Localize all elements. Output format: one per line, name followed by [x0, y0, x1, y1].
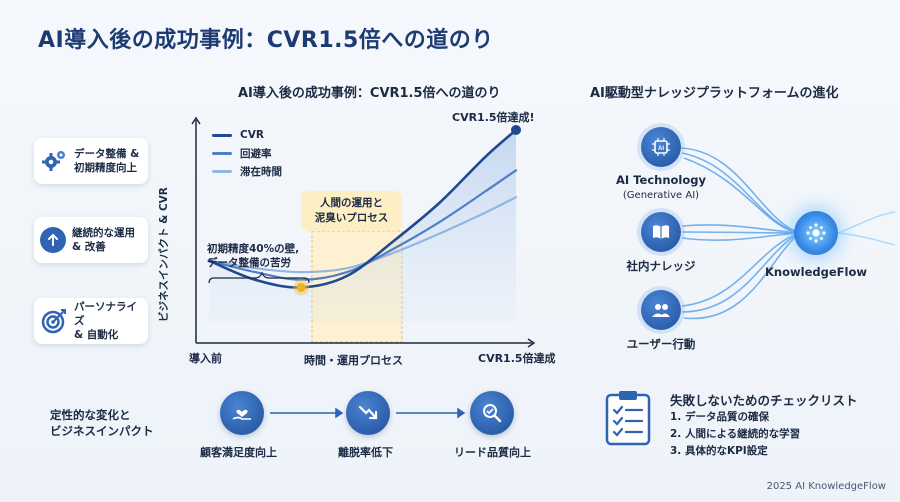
- legend-item-cvr: CVR: [212, 126, 282, 144]
- impact-item-satisfaction: 顧客満足度向上: [200, 446, 277, 459]
- node-ai-technology-sub: (Generative AI): [622, 190, 700, 201]
- users-icon: [641, 290, 681, 330]
- highlight-line2: 泥臭いプロセス: [314, 212, 389, 224]
- trend-down-icon: [346, 391, 390, 435]
- ai-chip-icon: AI: [641, 127, 681, 167]
- knowledgeflow-hub-label: KnowledgeFlow: [765, 265, 867, 279]
- impact-label-line1: 定性的な変化と: [50, 408, 131, 422]
- target-icon: [40, 307, 68, 335]
- magnifier-check-icon: [470, 391, 514, 435]
- cvr-area-fill: [209, 130, 516, 322]
- initial-wall-callout: 初期精度40%の壁, データ整備の苦労: [207, 242, 299, 270]
- legend-label: CVR: [240, 129, 264, 141]
- legend-swatch: [212, 169, 232, 173]
- knowledgeflow-hub-icon: [794, 211, 838, 255]
- peak-label: CVR1.5倍達成!: [452, 111, 535, 124]
- svg-text:AI: AI: [658, 146, 664, 152]
- book-icon: [641, 212, 681, 252]
- step-label-line2: & 改善: [72, 241, 106, 253]
- highlight-line1: 人間の運用と: [320, 197, 383, 209]
- footer-credit: 2025 AI KnowledgeFlow: [766, 481, 886, 492]
- step-label-line2: & 自動化: [74, 329, 119, 341]
- clipboard-checklist-icon: [605, 390, 651, 450]
- legend-swatch: [212, 151, 232, 155]
- turning-point-marker: [296, 282, 306, 292]
- callout-line2: データ整備の苦労: [207, 257, 291, 269]
- peak-marker: [511, 125, 521, 135]
- step-card-personalize: パーソナライズ & 自動化: [34, 298, 148, 344]
- impact-item-churn: 離脱率低下: [338, 446, 393, 459]
- step-label-line1: データ整備 &: [74, 148, 140, 160]
- legend-label: 回避率: [240, 147, 272, 160]
- step-label-line2: 初期精度向上: [74, 162, 137, 174]
- checklist-item: 1. データ品質の確保: [670, 411, 769, 423]
- platform-title: AI駆動型ナレッジプラットフォームの進化: [590, 86, 839, 101]
- impact-item-lead-quality: リード品質向上: [454, 446, 531, 459]
- legend-item-stay: 滞在時間: [212, 162, 282, 180]
- gears-icon: [40, 147, 68, 175]
- heart-hand-icon: [220, 391, 264, 435]
- legend-swatch: [212, 133, 232, 137]
- x-axis-end-label: CVR1.5倍達成: [478, 352, 556, 365]
- chart-legend: CVR 回避率 滞在時間: [212, 126, 282, 180]
- step-card-operation: 継続的な運用 & 改善: [34, 217, 148, 263]
- node-ai-technology-label: AI Technology: [616, 173, 706, 187]
- y-axis-arrow: [191, 116, 201, 125]
- process-highlight-label: 人間の運用と 泥臭いプロセス: [301, 191, 402, 231]
- checklist-item: 3. 具体的なKPI設定: [670, 445, 768, 457]
- callout-line1: 初期精度40%の壁,: [207, 243, 300, 255]
- page-title: AI導入後の成功事例：CVR1.5倍への道のり: [38, 28, 494, 53]
- legend-item-avoid: 回避率: [212, 144, 282, 162]
- chart-title: AI導入後の成功事例：CVR1.5倍への道のり: [238, 86, 501, 101]
- callout-brace: [208, 271, 310, 284]
- checklist-title: 失敗しないためのチェックリスト: [670, 393, 858, 408]
- arrow-up-icon: [40, 227, 66, 253]
- impact-label: 定性的な変化と ビジネスインパクト: [50, 407, 154, 439]
- series-line-0: [207, 128, 518, 289]
- node-internal-knowledge-label: 社内ナレッジ: [626, 259, 696, 273]
- checklist-item: 2. 人間による継続的な学習: [670, 428, 801, 440]
- step-card-data-prep: データ整備 & 初期精度向上: [34, 138, 148, 184]
- x-axis-mid-label: 時間・運用プロセス: [304, 354, 403, 367]
- step-label-line1: 継続的な運用: [72, 227, 135, 239]
- legend-label: 滞在時間: [240, 165, 282, 178]
- x-axis-start-label: 導入前: [189, 352, 222, 365]
- step-label-line1: パーソナライズ: [74, 301, 137, 327]
- node-user-behavior-label: ユーザー行動: [626, 337, 696, 351]
- impact-label-line2: ビジネスインパクト: [50, 424, 154, 438]
- x-axis-arrow: [527, 338, 536, 348]
- checklist-items: 1. データ品質の確保 2. 人間による継続的な学習 3. 具体的なKPI設定: [670, 409, 800, 460]
